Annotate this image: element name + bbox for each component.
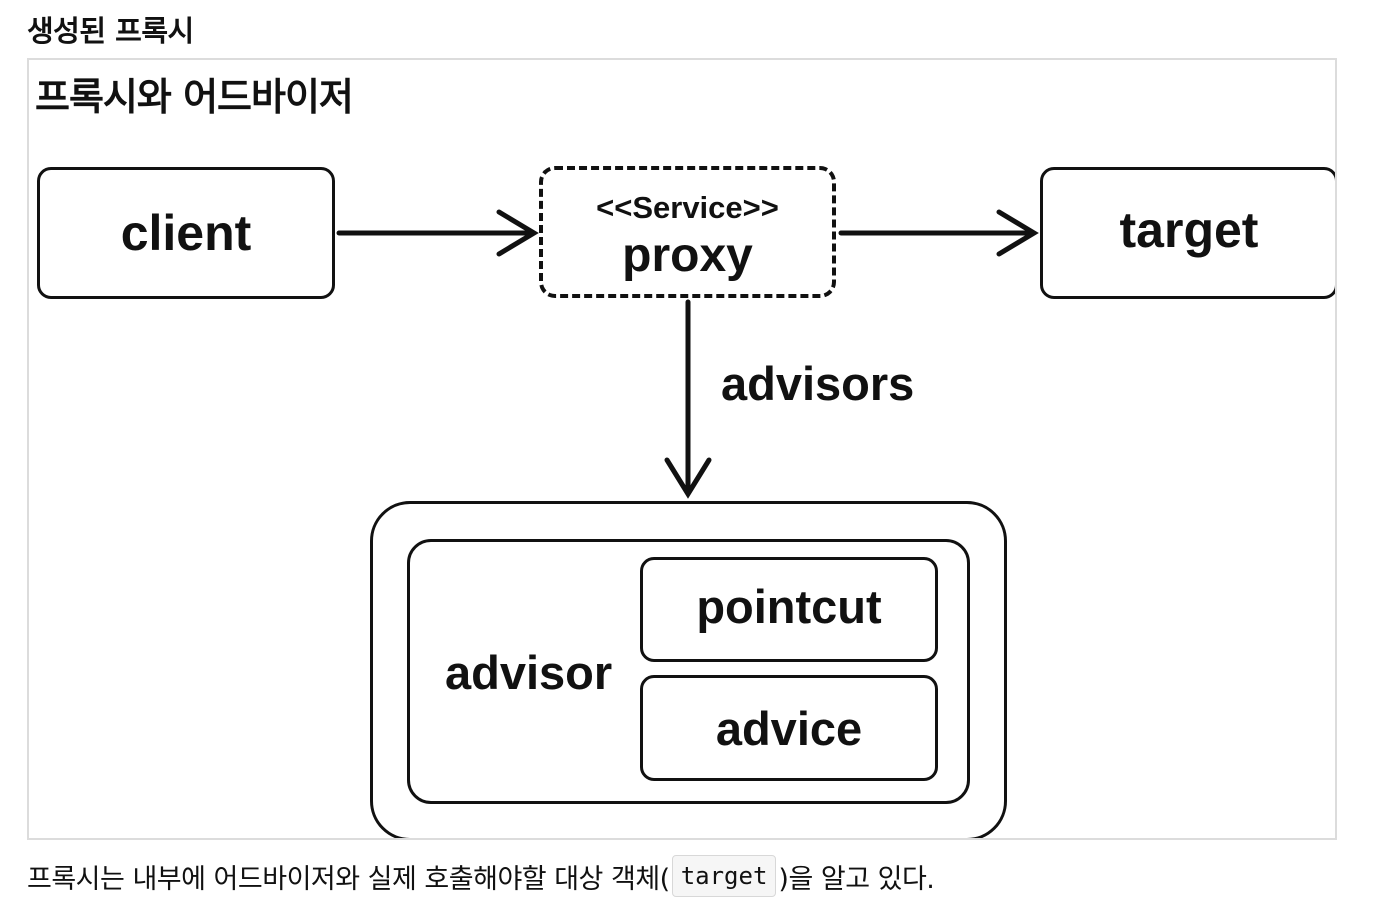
diagram-arrows [336,209,1039,499]
caption-text-after: )을 알고 있다. [778,863,935,895]
figure-title: 프록시와 어드바이저 [35,75,354,119]
caption-code-target: target [671,855,777,897]
proxy-stereotype: <<Service>> [596,190,779,225]
section-heading: 생성된 프록시 [27,14,194,48]
advice-box: advice [640,675,938,781]
advisors-label: advisors [721,357,915,410]
proxy-label: proxy [622,229,753,282]
proxy-to-advisor-arrowhead [664,457,712,499]
client-to-proxy-arrowhead [496,209,539,257]
caption: 프록시는 내부에 어드바이저와 실제 호출해야할 대상 객체( target )… [27,852,935,900]
proxy-to-target-arrowhead [996,209,1039,257]
target-box: target [1040,167,1335,299]
client-box: client [37,167,335,299]
proxy-box: <<Service>> proxy [539,166,836,298]
caption-text-before: 프록시는 내부에 어드바이저와 실제 호출해야할 대상 객체( [27,863,670,895]
figure-frame: 프록시와 어드바이저 client <<Service>> proxy targ… [27,58,1337,840]
pointcut-box: pointcut [640,557,938,662]
advisor-label: advisor [445,646,613,699]
